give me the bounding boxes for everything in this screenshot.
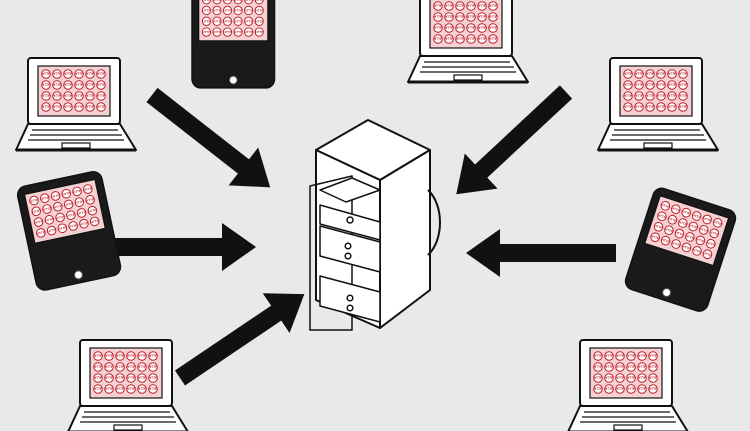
arrow-from-tablet-left [106,223,256,271]
tablet-top-left [192,0,275,88]
arrow-from-tablet-top-left [137,76,285,207]
laptop-top-right [598,58,718,150]
rack-unit-3 [319,275,381,323]
arrow-from-laptop-top-right [439,74,583,212]
laptop-top-left [16,58,136,150]
laptop-bottom-left [68,340,188,431]
arrow-from-laptop-bottom-left [166,274,318,398]
tablet-right [623,186,738,313]
laptop-bottom-right [568,340,688,431]
arrow-from-tablet-right [466,229,616,277]
rack-unit-2 [319,225,381,273]
tablet-left [16,170,122,292]
rack-unit-1 [319,204,381,241]
laptop-top-center [408,0,528,82]
server-rack [309,119,441,331]
